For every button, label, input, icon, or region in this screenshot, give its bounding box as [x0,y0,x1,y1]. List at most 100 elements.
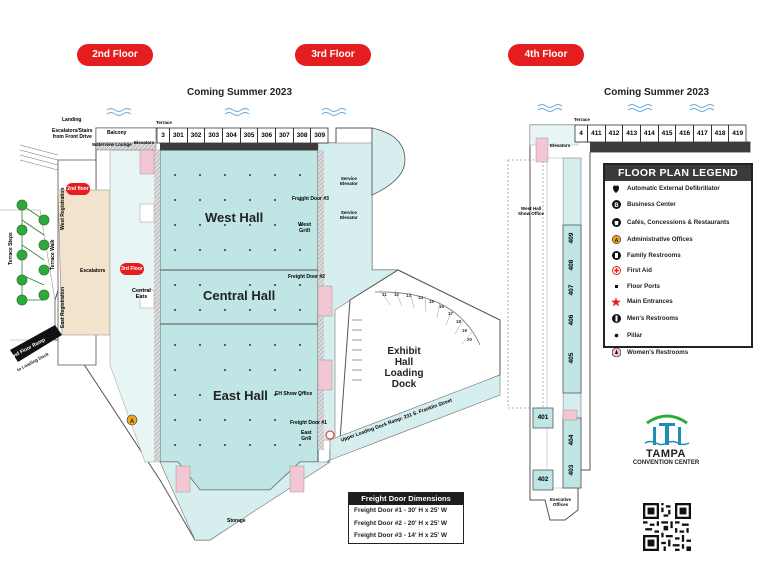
room-308[interactable]: 308 [294,128,312,143]
service-elevator-line-2: Elevator [340,181,358,186]
escalators-front-label: Escalators/Stairs from Front Drive [52,128,93,140]
legend-item-family: Family Restrooms [605,248,751,264]
dock-number: 20 [467,337,473,342]
room-415[interactable]: 415 [659,125,677,142]
service-elevator-label[interactable]: Service Elevator [340,176,358,186]
executive-offices-label[interactable]: Executive Offices [550,497,571,507]
dock-number: 12 [394,292,400,297]
waterview-label[interactable]: Waterview Lounge [92,142,132,147]
cafe-icon [611,217,621,227]
first-aid-icon [325,430,335,440]
central-eats-line-1: Central [132,288,151,294]
room-404[interactable]: 404 [568,434,575,446]
terrace-trees [16,199,50,306]
escalators-front-line-2: from Front Drive [52,134,92,140]
room-303[interactable]: 303 [205,128,224,143]
second-floor-badge[interactable]: 2nd floor [66,183,90,195]
womens-restroom-icon [611,347,621,357]
loading-dock-label[interactable]: Exhibit Hall Loading Dock [384,346,424,390]
room-411[interactable]: 411 [588,125,606,142]
restroom-blocks [139,149,333,493]
central-eats-label[interactable]: Central Eats [132,288,151,300]
main-entrance-icon [611,296,621,307]
balcony-label: Balcony [107,130,127,136]
room-412[interactable]: 412 [606,125,624,142]
room-406[interactable]: 406 [568,314,575,326]
room-414[interactable]: 414 [641,125,659,142]
west-registration-label[interactable]: West Registration [60,187,66,230]
room-401[interactable]: 401 [537,414,549,421]
dock-number: 16 [439,304,445,309]
room-409[interactable]: 409 [568,232,575,244]
room-417[interactable]: 417 [694,125,712,142]
legend-label: Cafés, Concessions & Restaurants [627,218,730,226]
room-306[interactable]: 306 [258,128,277,143]
room-305[interactable]: 305 [241,128,259,143]
east-grill-line-2: Grill [301,436,312,442]
freight-door-3-label[interactable]: Freight Door #3 [292,196,329,202]
room-301[interactable]: 301 [170,128,188,143]
legend-label: Main Entrances [627,298,673,306]
legend-item-mens: Men's Restrooms [605,310,751,328]
floor-tab-4th[interactable]: 4th Floor [508,44,584,66]
room-408[interactable]: 408 [568,259,575,271]
west-grill-line-2: Grill [299,228,311,234]
legend-title: FLOOR PLAN LEGEND [605,165,751,181]
room-309[interactable]: 309 [314,132,326,139]
room-407[interactable]: 407 [568,284,575,296]
elevators-label-4th[interactable]: Elevators [550,143,571,148]
freight-door-1-label[interactable]: Freight Door #1 [290,420,327,426]
floor-tab-3rd[interactable]: 3rd Floor [295,44,371,66]
room-413[interactable]: 413 [623,125,642,142]
west-hall-label[interactable]: West Hall [205,210,264,225]
service-elevator-2-line-2: Elevator [340,215,358,220]
third-floor-badge[interactable]: 3rd Floor [120,263,144,275]
central-hall-label[interactable]: Central Hall [203,288,276,303]
legend-label: Floor Ports [627,282,661,290]
room-402[interactable]: 402 [537,476,549,483]
east-registration-label[interactable]: East Registration [60,286,66,328]
service-elevator-line-1: Service [340,176,357,181]
freight-door-row: Freight Door #1 - 30' H x 25' W [354,507,448,514]
terrace-label: Terrace [156,120,172,125]
room-405[interactable]: 405 [568,352,575,364]
freight-door-row: Freight Door #3 - 14' H x 25' W [354,532,448,539]
room-302[interactable]: 302 [188,128,206,143]
dock-number: 19 [462,328,468,333]
dock-line-2: Hall [394,357,414,368]
pillar-icon [611,330,621,340]
room-418[interactable]: 418 [712,125,730,142]
eh-show-office-label[interactable]: EH Show Office [275,391,313,397]
elevators-label[interactable]: Elevators [134,140,155,145]
west-grill-label[interactable]: West Grill [298,222,311,234]
service-elevator-label-2[interactable]: Service Elevator [340,210,358,220]
freight-door-2-label[interactable]: Freight Door #2 [288,274,325,280]
qr-code[interactable] [643,503,691,551]
room-419[interactable]: 419 [732,130,744,137]
admin-office-icon: A [611,235,621,245]
west-hall-show-office-label[interactable]: West Hall Show Office [518,206,544,216]
dock-line-4: Dock [391,379,417,390]
floor-tab-2nd[interactable]: 2nd Floor [77,44,153,66]
water-waves [106,104,715,116]
legend-label: Family Restrooms [627,251,681,259]
legend-label: Automatic External Defibrillator [627,185,720,193]
east-grill-label[interactable]: East Grill [301,430,312,442]
room-4[interactable]: 4 [575,125,588,142]
coming-soon-3rd: Coming Summer 2023 [187,87,293,98]
central-eats-line-2: Eats [135,294,148,300]
svg-text:A: A [614,238,618,244]
dock-number: 18 [456,319,462,324]
room-307[interactable]: 307 [276,128,294,143]
legend-item-pillar: Pillar [605,328,751,344]
coming-soon-4th: Coming Summer 2023 [604,87,710,98]
east-hall-label[interactable]: East Hall [213,388,268,403]
legend-item-cafe: Cafés, Concessions & Restaurants [605,212,751,232]
storage-label[interactable]: Storage [227,518,246,524]
room-403[interactable]: 403 [568,464,575,476]
room-304[interactable]: 304 [223,128,241,143]
room-3[interactable]: 3 [157,128,170,143]
legend-item-floor-ports: Floor Ports [605,279,751,295]
room-416[interactable]: 416 [676,125,695,142]
executive-offices-line-1: Executive [550,497,572,502]
